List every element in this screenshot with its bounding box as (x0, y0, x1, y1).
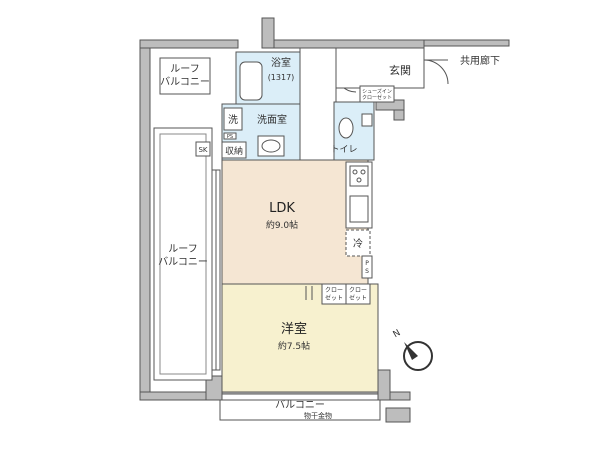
sk-sink: SK (195, 141, 211, 157)
north-compass: N (392, 328, 433, 371)
fridge-space (345, 229, 371, 257)
closet-1-label-1: クロー (325, 287, 343, 294)
entrance-label: 玄関 (389, 63, 411, 77)
roof-balcony-top-label-2: バルコニー (160, 76, 210, 88)
closets: クロー ゼット クロー ゼット (305, 283, 371, 305)
stove (349, 165, 369, 187)
toilet-bowl (338, 117, 354, 139)
compass-needle-icon (404, 342, 418, 360)
shoe-closet-label-2: クローゼット (362, 94, 392, 101)
ldk-label: LDK (269, 201, 295, 216)
wash-machine-label: 洗 (228, 114, 238, 126)
bathtub (239, 61, 263, 101)
washroom-label: 洗面室 (257, 113, 287, 126)
common-corridor-label: 共用廊下 (460, 54, 500, 67)
washing-machine-space (223, 107, 243, 131)
roof-balcony-side: ルーフ バルコニー (153, 127, 213, 381)
ps-mid-label-1: P (365, 260, 369, 267)
bedroom-label: 洋室 (281, 321, 307, 337)
north-label: N (392, 328, 403, 340)
front-door (423, 59, 449, 85)
roof-balcony-side-label-1: ルーフ (168, 244, 197, 255)
roof-balcony-top-label-1: ルーフ (170, 64, 199, 75)
windows-left (211, 169, 221, 371)
toilet-label: トイレ (330, 145, 357, 155)
entrance: 玄関 シューズイン クローゼット (335, 47, 449, 103)
kitchen-sink (349, 195, 369, 223)
closet-2-label-1: クロー (349, 287, 367, 294)
ps-top-label: PS (227, 134, 233, 140)
storage-label: 収納 (225, 145, 243, 157)
bedroom-size: 約7.5帖 (278, 340, 310, 352)
storage: 収納 (221, 141, 247, 159)
toilet-room: トイレ (330, 101, 375, 161)
bedroom: 洋室 約7.5帖 (221, 283, 379, 393)
closet-2-label-2: ゼット (349, 294, 367, 302)
ldk-size: 約9.0帖 (266, 219, 298, 231)
closet-2 (345, 283, 371, 305)
roof-balcony-top: ルーフ バルコニー (159, 57, 211, 95)
balcony-bottom: バルコニー 物干金物 (219, 393, 381, 421)
bathroom-size: (1317) (268, 73, 295, 82)
fridge-label: 冷 (353, 237, 363, 250)
bathroom-label: 浴室 (271, 56, 291, 69)
shoe-closet-label-1: シューズイン (362, 88, 392, 95)
roof-balcony-side-label-2: バルコニー (158, 256, 208, 268)
sk-label: SK (198, 146, 207, 154)
closet-1-label-2: ゼット (325, 294, 343, 302)
laundry-label: 物干金物 (304, 411, 332, 420)
shoe-closet (359, 85, 395, 103)
balcony-label: バルコニー (275, 399, 325, 411)
bathroom: 浴室 (1317) (235, 51, 301, 105)
ps-mid-label-2: S (365, 268, 369, 275)
washroom: 洗 洗面室 PS (221, 103, 301, 161)
kitchen: 冷 P S (345, 161, 373, 279)
